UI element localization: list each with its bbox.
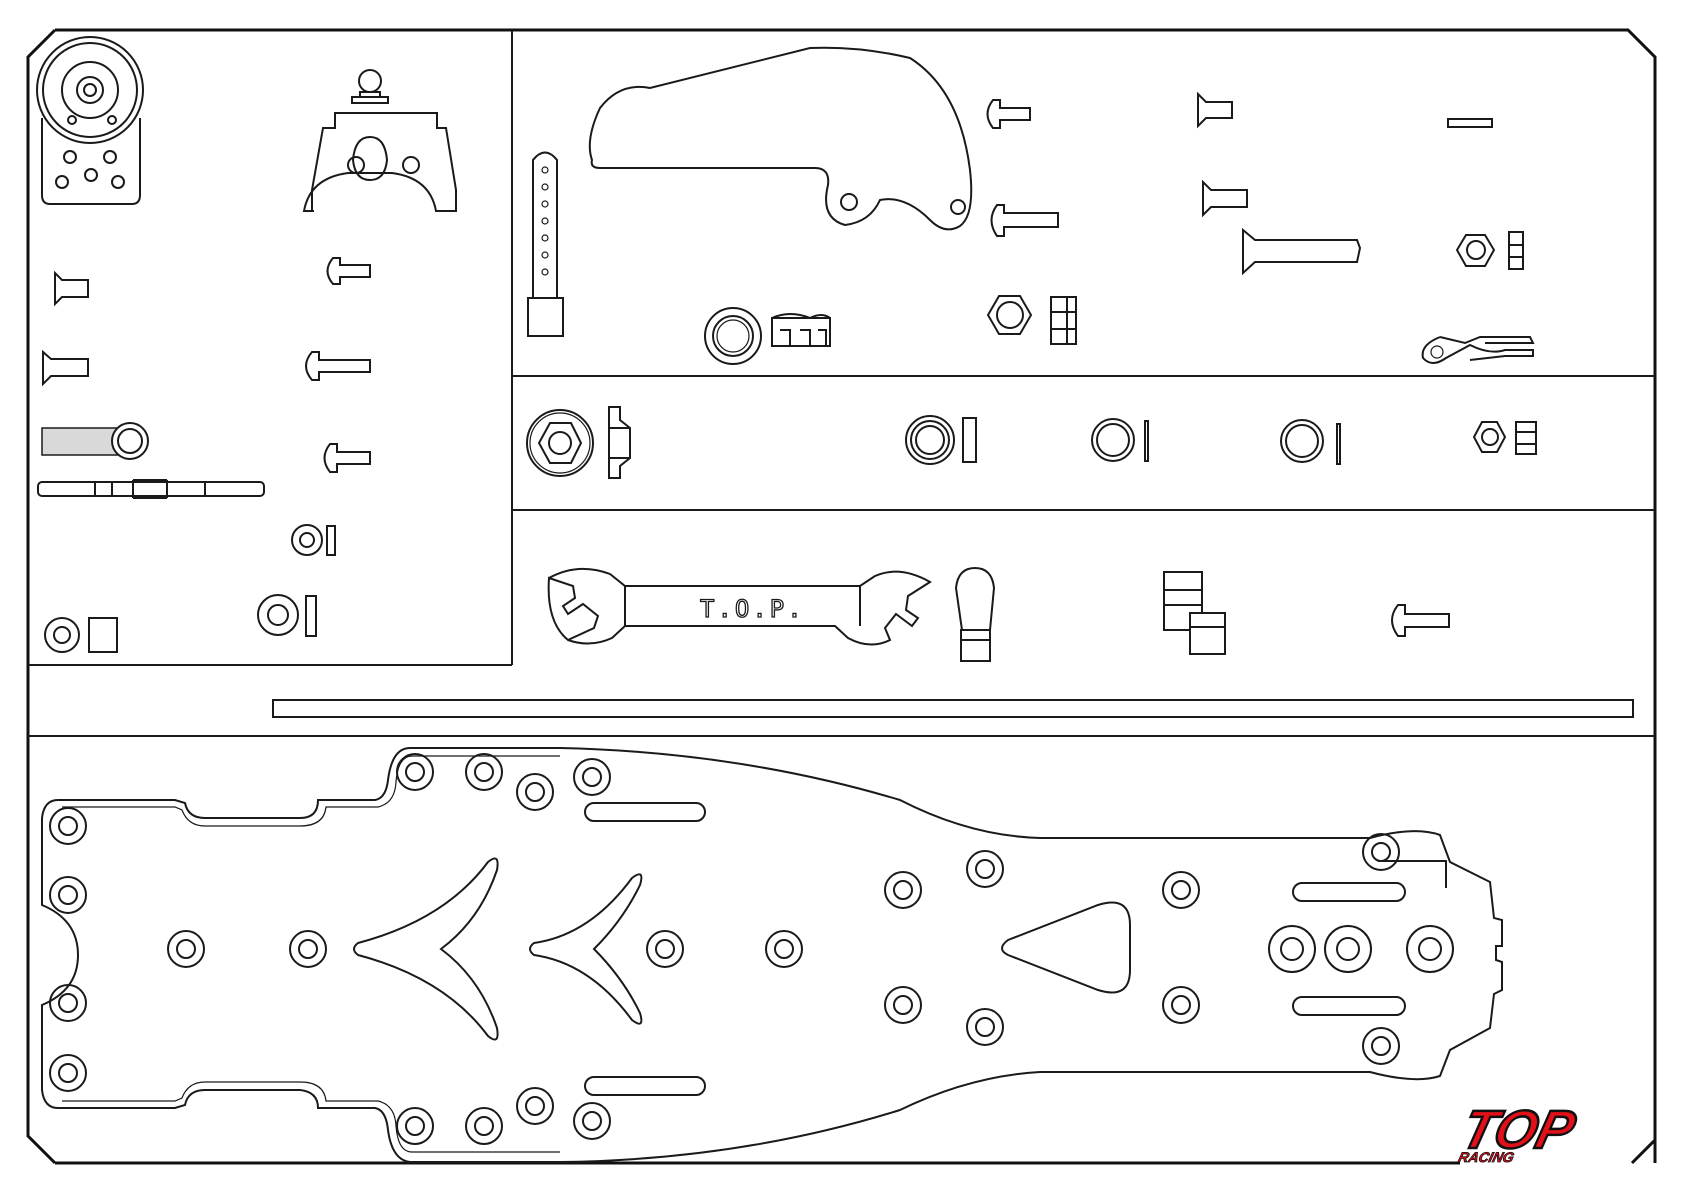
body-post bbox=[528, 153, 563, 337]
wrench-engraving: T.O.P. bbox=[700, 595, 805, 623]
washer bbox=[292, 525, 335, 555]
serrated-flange-nut bbox=[527, 407, 630, 478]
flat-head-screw bbox=[1243, 230, 1360, 273]
flat-head-screw bbox=[1203, 182, 1247, 215]
hex-nut bbox=[1457, 232, 1523, 269]
turnbuckle-wrench: T.O.P. bbox=[549, 569, 930, 645]
button-head-screw bbox=[306, 352, 370, 380]
flat-head-screw bbox=[43, 352, 88, 384]
washer bbox=[258, 595, 316, 636]
main-chassis-plate bbox=[42, 748, 1502, 1162]
ball-cup bbox=[956, 568, 994, 661]
servo-saver-horn bbox=[37, 37, 143, 204]
rod-end bbox=[42, 423, 148, 459]
front-bulkhead-brace bbox=[590, 48, 971, 230]
long-shaft bbox=[273, 700, 1633, 717]
spacer bbox=[45, 618, 117, 652]
button-head-screw bbox=[992, 205, 1059, 236]
shim-washer bbox=[1281, 420, 1340, 464]
nylon-lock-nut bbox=[988, 296, 1076, 344]
body-clip bbox=[705, 308, 830, 364]
o-ring bbox=[906, 416, 976, 464]
button-head-screw bbox=[1392, 605, 1449, 636]
button-head-screw bbox=[328, 258, 371, 284]
shim-washer bbox=[1092, 419, 1148, 461]
body-clip bbox=[1423, 337, 1533, 363]
lock-nut bbox=[1474, 422, 1536, 454]
flat-head-screw bbox=[1198, 94, 1232, 126]
button-head-screw bbox=[325, 444, 371, 472]
flat-head-screw bbox=[55, 273, 88, 304]
top-racing-logo: TOP RACING bbox=[1455, 1099, 1582, 1166]
logo-tagline: RACING bbox=[1457, 1150, 1516, 1166]
set-screw bbox=[1448, 119, 1492, 127]
button-head-screw bbox=[988, 100, 1031, 128]
ball-stud-mount bbox=[304, 70, 456, 211]
turnbuckle-rod bbox=[38, 480, 264, 498]
pivot-block bbox=[1164, 572, 1225, 654]
